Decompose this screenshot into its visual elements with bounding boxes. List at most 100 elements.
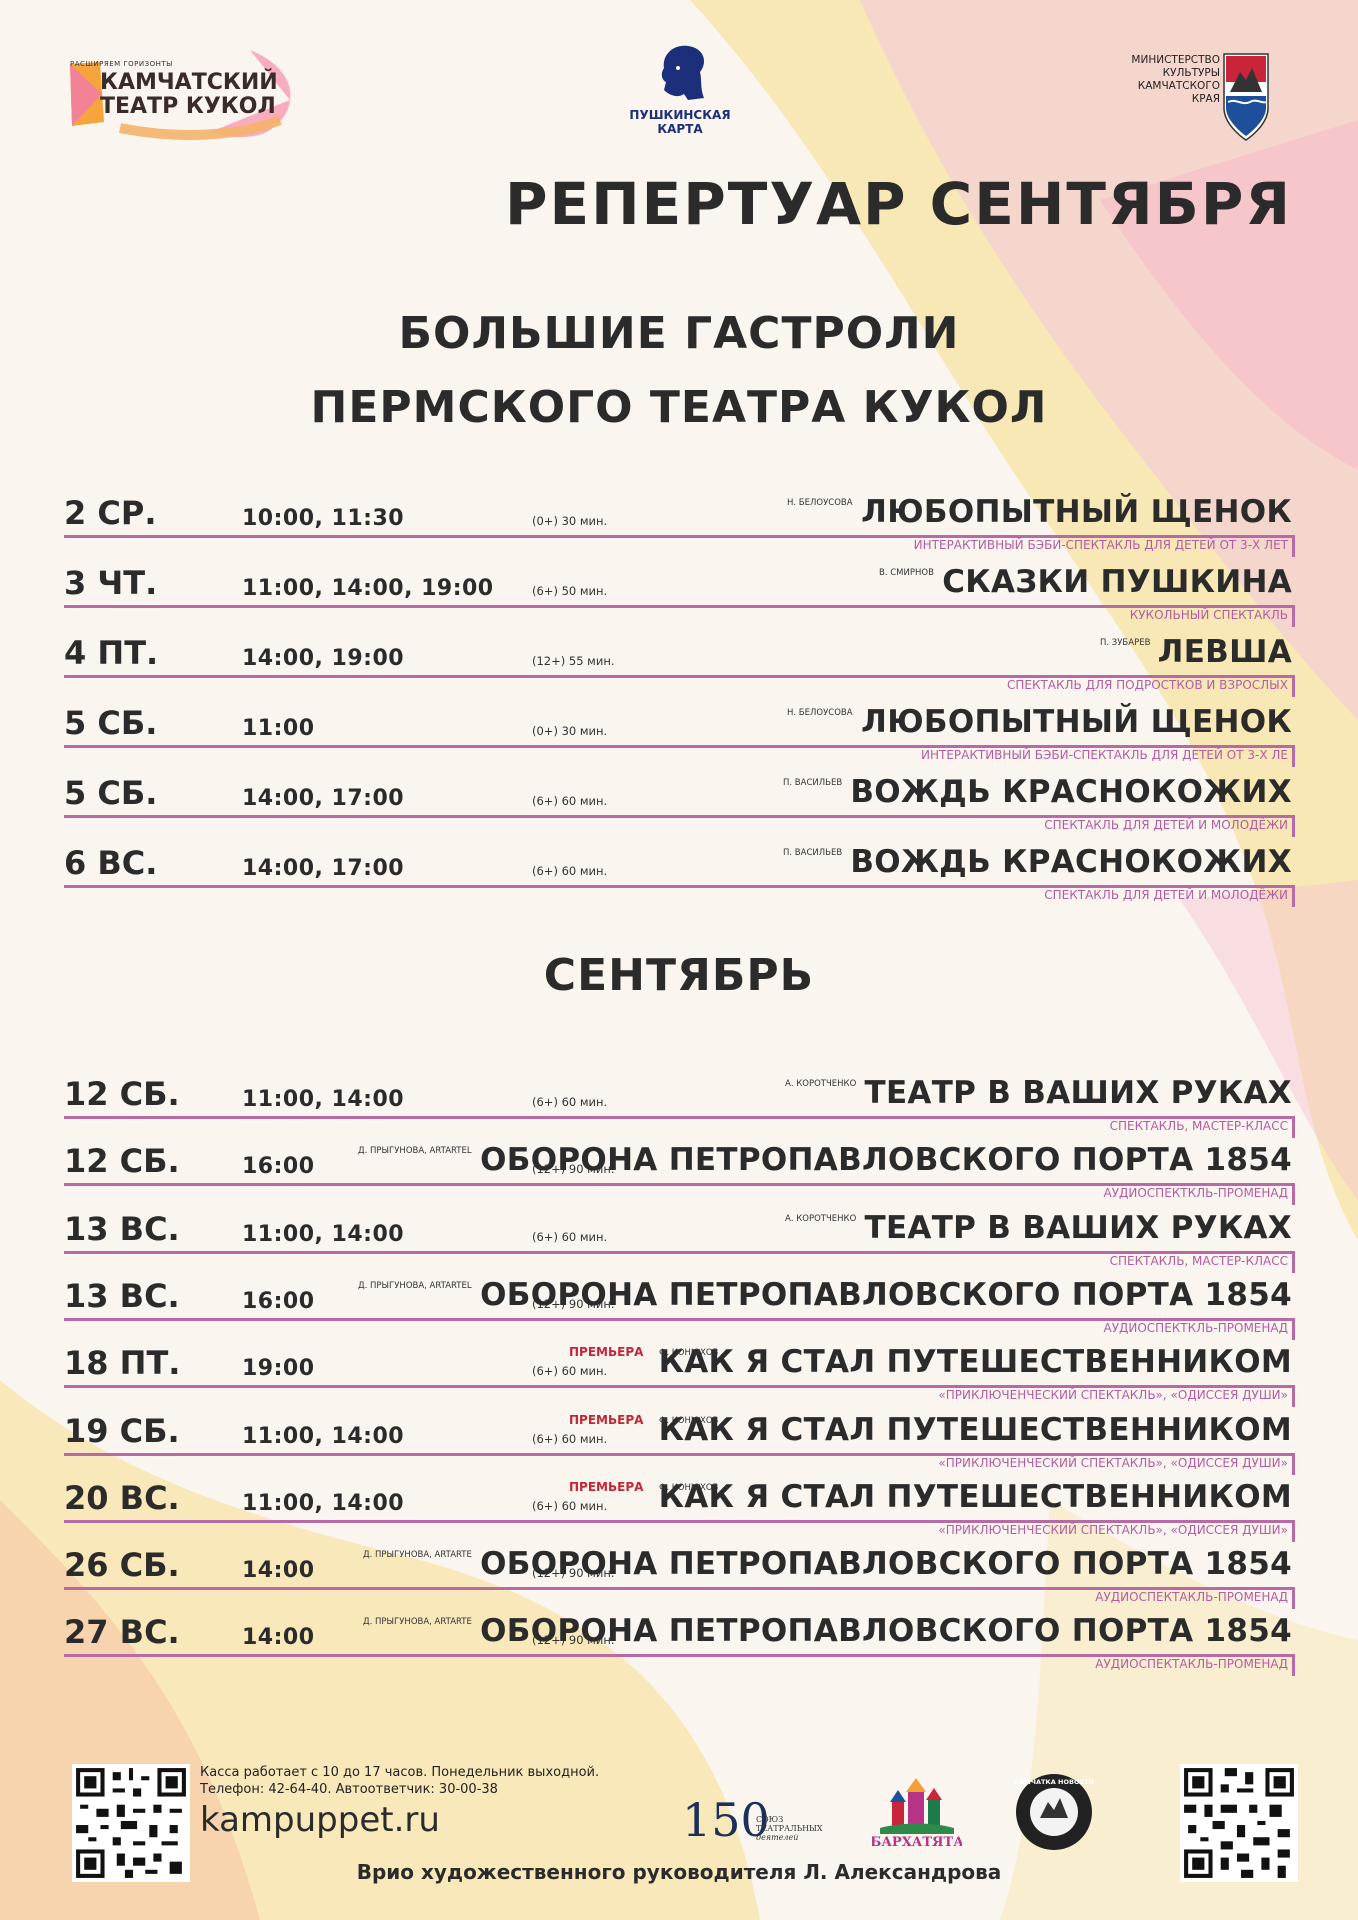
row-age-duration: (12+) 55 мин. xyxy=(532,654,615,668)
barkhatyata-label: БАРХАТЯТА xyxy=(872,1835,962,1848)
partner-barkhatyata: БАРХАТЯТА xyxy=(870,1778,964,1852)
row-genre: КУКОЛЬНЫЙ СПЕКТАКЛЬ xyxy=(1129,608,1288,622)
row-age-duration: (6+) 60 мин. xyxy=(532,1095,608,1109)
row-age-duration: (6+) 60 мин. xyxy=(532,864,608,878)
row-performance-title[interactable]: ВОЖДЬ КРАСНОКОЖИХ xyxy=(850,774,1292,810)
row-director: Д. ПРЫГУНОВА, ARTARTEL xyxy=(358,1280,472,1291)
row-times: 14:00 xyxy=(242,1625,315,1651)
row-divider-tick xyxy=(1292,675,1295,697)
row-age-duration: (12+) 90 мин. xyxy=(532,1296,615,1311)
row-performance-title[interactable]: ОБОРОНА ПЕТРОПАВЛОВСКОГО ПОРТА 1854 xyxy=(480,1546,1292,1583)
schedule-row: 27 ВС. 14:00 (12+) 90 мин.ОБОРОНА ПЕТРОПАВ… xyxy=(64,1613,1295,1677)
row-performance-title[interactable]: ЛЕВША xyxy=(1157,634,1292,670)
website-link[interactable]: kampuppet.ru xyxy=(200,1800,440,1840)
partner-kamchatka-news: КАМЧАТКА НОВОСТИ xyxy=(1014,1772,1094,1856)
row-times: 11:00, 14:00 xyxy=(242,1221,405,1247)
row-genre: ИНТЕРАКТИВНЫЙ БЭБИ-СПЕКТАКЛЬ ДЛЯ ДЕТЕЙ О… xyxy=(920,748,1288,762)
row-genre: СПЕКТАКЛЬ ДЛЯ ДЕТЕЙ И МОЛОДЁЖИ xyxy=(1044,818,1288,832)
row-age-duration: (0+) 30 мин. xyxy=(532,514,608,528)
box-office-phones: Телефон: 42-64-40. Автоответчик: 30-00-3… xyxy=(200,1782,498,1797)
row-times: 16:00 xyxy=(242,1288,315,1314)
row-director: Ф. КОНЮХОВ xyxy=(659,1348,719,1359)
row-divider-tick xyxy=(1292,1317,1295,1340)
row-date: 13 ВС. xyxy=(64,1276,180,1315)
row-date: 2 СР. xyxy=(64,494,157,532)
row-divider-tick xyxy=(1292,605,1295,627)
schedule-row: 5 СБ.14:00, 17:00(6+) 60 мин.ВОЖДЬ КРАСН… xyxy=(64,774,1295,837)
row-date: 27 ВС. xyxy=(64,1613,180,1652)
row-performance-title[interactable]: ВОЖДЬ КРАСНОКОЖИХ xyxy=(850,844,1292,880)
schedule-row: 19 СБ.11:00, 14:00(6+) 60 мин.КАК Я СТАЛ… xyxy=(64,1411,1295,1475)
row-divider-line xyxy=(64,675,1292,678)
theatre-logo-mark xyxy=(70,50,291,140)
schedule-row: 2 СР.10:00, 11:30(0+) 30 мин.ЛЮБОПЫТНЫЙ … xyxy=(64,494,1295,557)
row-age-duration: (6+) 60 мин. xyxy=(532,1229,608,1244)
row-director: Ф. КОНЮХОВ xyxy=(659,1415,719,1426)
row-divider-tick xyxy=(1292,1183,1295,1206)
qr-code-left[interactable] xyxy=(72,1764,190,1882)
theatre-logo-name-line2: ТЕАТР КУКОЛ xyxy=(100,94,276,119)
row-performance-title[interactable]: КАК Я СТАЛ ПУТЕШЕСТВЕННИКОМ xyxy=(658,1411,1292,1448)
row-times: 14:00, 17:00 xyxy=(242,856,405,881)
row-divider-line xyxy=(64,1116,1292,1119)
row-age-duration: (6+) 60 мин. xyxy=(532,1364,608,1379)
row-age-duration: (12+) 90 мин. xyxy=(532,1566,615,1581)
ministry-line3: КАМЧАТСКОГО xyxy=(1137,80,1220,92)
row-divider-line xyxy=(64,605,1292,608)
qr-code-right[interactable] xyxy=(1180,1764,1298,1882)
row-performance-title[interactable]: ТЕАТР В ВАШИХ РУКАХ xyxy=(864,1075,1292,1111)
row-divider-line xyxy=(64,815,1292,818)
row-age-duration: (6+) 50 мин. xyxy=(532,584,608,598)
row-age-duration: (6+) 60 мин. xyxy=(532,794,608,808)
schedule-row: 26 СБ.14:00(12+) 90 мин.ОБОРОНА ПЕТРОПАВ… xyxy=(64,1546,1295,1610)
row-performance-title[interactable]: ОБОРОНА ПЕТРОПАВЛОВСКОГО ПОРТА 1854 xyxy=(480,1142,1292,1179)
schedule-row: 12 СБ. 16:00 (12+) 90 мин.ОБОРОНА ПЕТРОПАВ… xyxy=(64,1142,1295,1206)
theatre-logo-tagline: РАСШИРЯЕМ ГОРИЗОНТЫ xyxy=(70,60,173,68)
row-divider-tick xyxy=(1292,1452,1295,1475)
barkhatyata-castle-icon: БАРХАТЯТА xyxy=(870,1778,964,1850)
row-age-duration: (12+) 90 мин. xyxy=(532,1633,615,1648)
pushkin-portrait-icon xyxy=(661,45,704,100)
row-performance-title[interactable]: КАК Я СТАЛ ПУТЕШЕСТВЕННИКОМ xyxy=(658,1478,1292,1515)
row-performance-title[interactable]: ЛЮБОПЫТНЫЙ ЩЕНОК xyxy=(861,494,1292,530)
row-performance-title[interactable]: ОБОРОНА ПЕТРОПАВЛОВСКОГО ПОРТА 1854 xyxy=(480,1613,1292,1650)
theatre-logo: РАСШИРЯЕМ ГОРИЗОНТЫ КАМЧАТСКИЙ ТЕАТР КУК… xyxy=(60,40,300,140)
row-divider-line xyxy=(64,1317,1292,1321)
row-performance-title[interactable]: ОБОРОНА ПЕТРОПАВЛОВСКОГО ПОРТА 1854 xyxy=(480,1276,1292,1313)
schedule-row: 13 ВС. 16:00 (12+) 90 мин.ОБОРОНА ПЕТРОПАВ… xyxy=(64,1276,1295,1340)
theatre-union-label-line2: ТЕАТРАЛЬНЫХ xyxy=(756,1824,823,1833)
row-premiere-badge: ПРЕМЬЕРА xyxy=(569,1345,644,1360)
row-genre: «ПРИКЛЮЧЕНЧЕСКИЙ СПЕКТАКЛЬ», «ОДИССЕЯ ДУ… xyxy=(938,1388,1288,1403)
row-genre: «ПРИКЛЮЧЕНЧЕСКИЙ СПЕКТАКЛЬ», «ОДИССЕЯ ДУ… xyxy=(938,1522,1288,1537)
row-performance-title[interactable]: ТЕАТР В ВАШИХ РУКАХ xyxy=(864,1209,1292,1246)
row-divider-tick xyxy=(1292,885,1295,907)
row-date: 12 СБ. xyxy=(64,1142,180,1181)
row-director: Д. ПРЫГУНОВА, ARTARTEL xyxy=(358,1146,472,1157)
row-premiere-badge: ПРЕМЬЕРА xyxy=(569,1479,644,1494)
schedule-row: 20 ВС.11:00, 14:00(6+) 60 мин.КАК Я СТАЛ… xyxy=(64,1478,1295,1542)
kamchatka-news-label: КАМЧАТКА НОВОСТИ xyxy=(1014,1778,1094,1786)
ministry-logo: МИНИСТЕРСТВО КУЛЬТУРЫ КАМЧАТСКОГО КРАЯ xyxy=(1100,50,1340,150)
row-director: Д. ПРЫГУНОВА, ARTARTE xyxy=(363,1617,472,1628)
row-premiere-badge: ПРЕМЬЕРА xyxy=(569,1412,644,1427)
box-office-hours: Касса работает с 10 до 17 часов. Понедел… xyxy=(200,1765,600,1780)
row-age-duration: (12+) 90 мин. xyxy=(532,1162,615,1177)
row-divider-tick xyxy=(1292,1654,1295,1677)
row-divider-tick xyxy=(1292,1250,1295,1273)
row-divider-line xyxy=(64,1250,1292,1254)
row-performance-title[interactable]: ЛЮБОПЫТНЫЙ ЩЕНОК xyxy=(861,704,1292,740)
row-performance-title[interactable]: СКАЗКИ ПУШКИНА xyxy=(942,564,1292,600)
schedule-row: 3 ЧТ.11:00, 14:00, 19:00(6+) 50 мин.СКАЗ… xyxy=(64,564,1295,627)
row-director: А. КОРОТЧЕНКО xyxy=(785,1213,857,1224)
schedule-row: 13 ВС.11:00, 14:00(6+) 60 мин.ТЕАТР В ВА… xyxy=(64,1209,1295,1273)
theatre-union-number: 150 xyxy=(682,1793,770,1847)
row-divider-line xyxy=(64,885,1292,888)
row-performance-title[interactable]: КАК Я СТАЛ ПУТЕШЕСТВЕННИКОМ xyxy=(658,1344,1292,1381)
pushkin-card-line2: КАРТА xyxy=(657,122,703,136)
row-genre: СПЕКТАКЛЬ, МАСТЕР-КЛАСС xyxy=(1109,1253,1288,1268)
pushkin-card-logo: ПУШКИНСКАЯ КАРТА xyxy=(618,40,742,140)
row-director: П. ВАСИЛЬЕВ xyxy=(783,778,843,788)
row-date: 5 СБ. xyxy=(64,774,158,812)
row-times: 16:00 xyxy=(242,1154,315,1180)
row-times: 14:00 xyxy=(242,1558,315,1584)
